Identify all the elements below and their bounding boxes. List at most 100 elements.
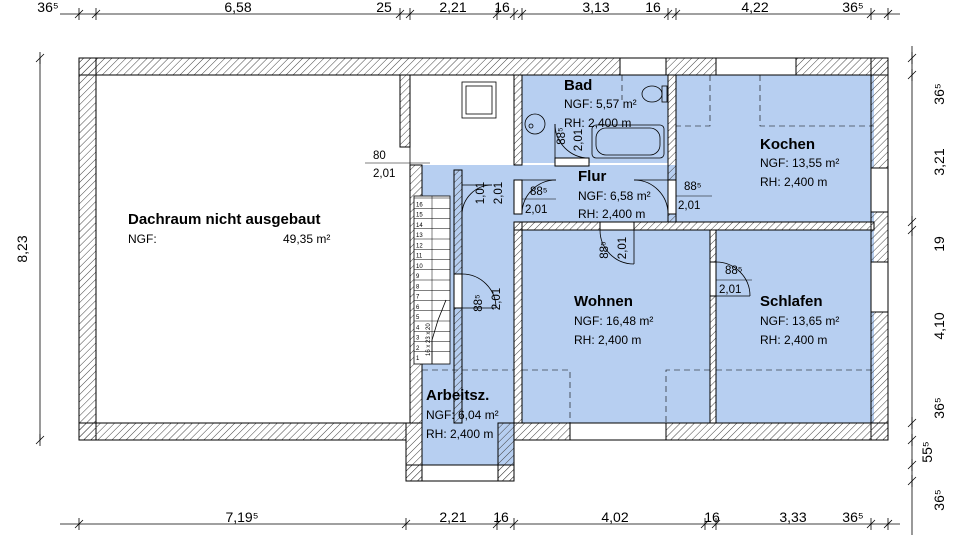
room-name-flur: Flur [578,168,606,185]
room-bad: Bad NGF: 5,57 m² RH: 2,400 m [564,77,637,130]
stair-step-number: 16 [416,202,423,208]
door-width-arbeitsz-top: 1,01 [475,182,487,204]
stair-step-number: 12 [416,243,423,249]
room-name-schlafen: Schlafen [760,293,823,310]
door-labels: 80 2,01 1,01 2,01 88⁵ 2,01 88⁵ 2,01 88⁵ … [365,127,752,312]
stair-step-number: 15 [416,213,423,219]
dim-bottom-3: 4,02 [601,509,628,525]
dim-right-6: 36⁵ [931,489,947,510]
stair-step-number: 9 [416,274,420,280]
dim-right-4: 36⁵ [931,397,947,418]
dimension-right: 36⁵ 3,21 19 4,10 36⁵ 55⁵ 36⁵ [919,83,947,510]
door-height-arbeitsz-top: 2,01 [493,182,505,204]
room-rh-flur: RH: 2,400 m [578,207,645,221]
dim-bottom-6: 36⁵ [842,509,863,525]
stair-step-number: 4 [416,325,420,331]
door-label-kochen: 88⁵ 2,01 [676,181,712,212]
room-name-arbeitsz: Arbeitsz. [426,387,489,404]
stair-step-number: 2 [416,346,420,352]
room-name-bad: Bad [564,77,592,94]
door-label-arbeitsz-top: 1,01 2,01 [475,182,505,204]
dim-top-4: 16 [494,0,510,15]
room-arbeitsz: Arbeitsz. NGF: 6,04 m² RH: 2,400 m [426,387,499,441]
stair-step-number: 11 [416,254,423,260]
door-label-arbeitsz: 88⁵ 2,01 [473,288,503,312]
door-label-schlafen: 88⁵ 2,01 [716,265,752,296]
dim-top-6: 16 [645,0,661,15]
door-width-wohnen: 88⁵ [599,241,611,259]
shaft [461,81,497,119]
door-swings [409,123,751,309]
room-flur: Flur NGF: 6,58 m² RH: 2,400 m [578,168,651,221]
room-schlafen: Schlafen NGF: 13,65 m² RH: 2,400 m [760,293,839,347]
dim-bottom-1: 2,21 [439,509,466,525]
dim-right-0: 36⁵ [931,83,947,104]
room-ngf-label-dachraum: NGF: [128,232,157,246]
room-rh-schlafen: RH: 2,400 m [760,333,827,347]
bath-fixtures [524,85,668,159]
dim-right-1: 3,21 [931,148,947,175]
room-ngf-wohnen: NGF: 16,48 m² [574,314,653,328]
door-width-schlafen: 88⁵ [725,265,743,277]
room-name-dachraum: Dachraum nicht ausgebaut [128,211,321,228]
stair-step-number: 1 [416,356,420,362]
door-width-arbeitsz: 88⁵ [473,294,485,312]
room-ngf-bad: NGF: 5,57 m² [564,97,637,111]
room-ngf-value-dachraum: 49,35 m² [283,232,330,246]
dim-bottom-0: 7,19⁵ [225,509,258,525]
dimension-top: 36⁵ 6,58 25 2,21 16 3,13 16 4,22 36⁵ [37,0,863,15]
room-rh-bad: RH: 2,400 m [564,116,631,130]
door-height-flur-left: 2,01 [525,204,547,216]
kochen-fill [676,75,874,222]
dim-top-0: 36⁵ [37,0,58,15]
stair-step-number: 3 [416,336,420,342]
room-rh-kochen: RH: 2,400 m [760,175,827,189]
dim-top-7: 4,22 [741,0,768,15]
sink-icon [524,113,546,135]
stair-step-number: 5 [416,315,420,321]
door-width-stair: 80 [373,150,386,162]
door-height-wohnen: 2,01 [617,237,629,259]
slope-lines [422,75,874,423]
door-height-kochen: 2,01 [678,200,700,212]
room-fills [422,75,874,465]
room-ngf-schlafen: NGF: 13,65 m² [760,314,839,328]
room-dachraum: Dachraum nicht ausgebaut NGF: 49,35 m² [128,211,330,246]
stair-step-number: 14 [416,223,423,229]
room-ngf-arbeitsz: NGF: 6,04 m² [426,408,499,422]
door-height-bad: 2,01 [573,129,585,151]
room-rh-arbeitsz: RH: 2,400 m [426,427,493,441]
openings [421,57,889,482]
stair-step-number: 13 [416,233,423,239]
room-wohnen: Wohnen NGF: 16,48 m² RH: 2,400 m [574,293,653,347]
dim-bottom-4: 16 [704,509,720,525]
schlafen-fill [716,230,874,423]
door-height-schlafen: 2,01 [719,284,741,296]
stair-step-number: 10 [416,264,423,270]
dim-right-2: 19 [931,236,947,252]
dim-right-3: 4,10 [931,312,947,339]
stair-note: 16 x 23 x 20 [426,323,432,356]
door-height-stair: 2,01 [373,168,395,180]
bathtub-icon [591,124,665,159]
door-label-bad: 88⁵ 2,01 [556,127,585,151]
door-label-stair: 80 2,01 [365,150,430,180]
dim-bottom-5: 3,33 [779,509,806,525]
door-width-flur-left: 88⁵ [530,186,548,198]
dim-right-5: 55⁵ [919,441,935,462]
dimension-left: 8,23 [14,235,30,262]
dim-top-3: 2,21 [439,0,466,15]
room-rh-wohnen: RH: 2,400 m [574,333,641,347]
room-ngf-kochen: NGF: 13,55 m² [760,156,839,170]
dim-top-5: 3,13 [582,0,609,15]
dimension-bottom: 7,19⁵ 2,21 16 4,02 16 3,33 36⁵ [225,509,863,525]
dim-left-0: 8,23 [14,235,30,262]
door-width-kochen: 88⁵ [684,181,702,193]
wohnen-fill [522,230,710,423]
dim-top-2: 25 [376,0,392,15]
door-width-bad: 88⁵ [556,127,568,145]
flur-fill [514,165,676,222]
stair-step-number: 6 [416,305,420,311]
